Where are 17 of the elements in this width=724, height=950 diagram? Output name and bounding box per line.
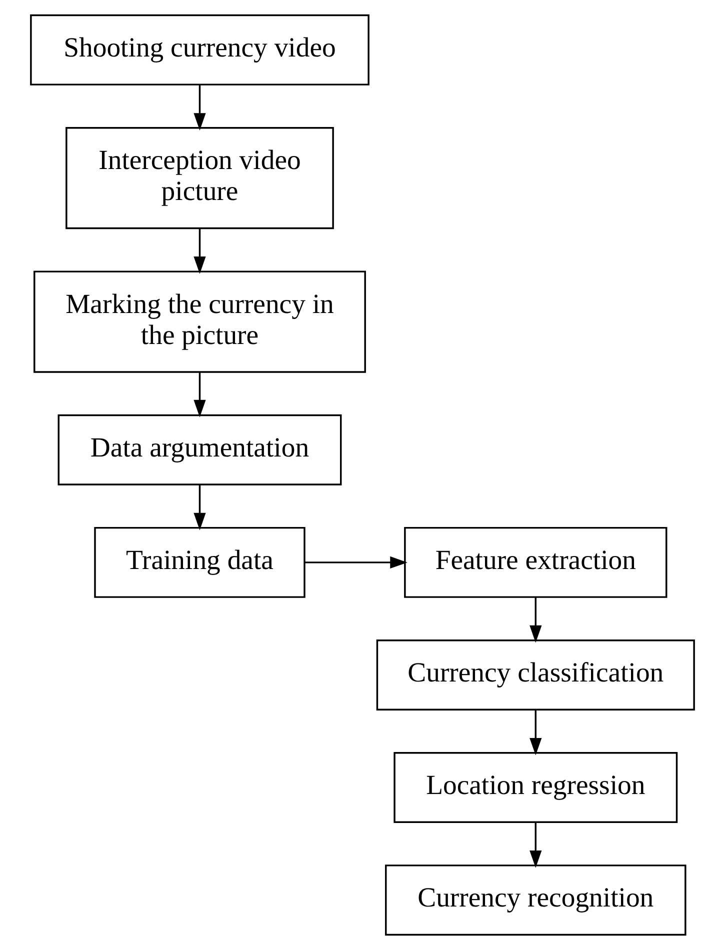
arrow — [193, 372, 206, 418]
node-box: Location regression — [393, 752, 678, 824]
node-box: Shooting currency video — [30, 14, 369, 86]
node-box: Feature extraction — [404, 526, 667, 598]
arrow — [529, 597, 542, 643]
node-box: Currency recognition — [384, 864, 686, 936]
arrow — [193, 228, 206, 274]
arrow — [304, 556, 407, 568]
node-box: Training data — [94, 526, 305, 598]
node-box: Data argumentation — [57, 414, 342, 486]
node-box: Interception video picture — [65, 126, 334, 230]
arrow — [193, 85, 206, 130]
arrow — [529, 710, 542, 756]
arrow — [193, 484, 206, 530]
arrow — [529, 822, 542, 868]
node-box: Marking the currency in the picture — [33, 270, 366, 373]
node-box: Currency classification — [376, 640, 694, 710]
